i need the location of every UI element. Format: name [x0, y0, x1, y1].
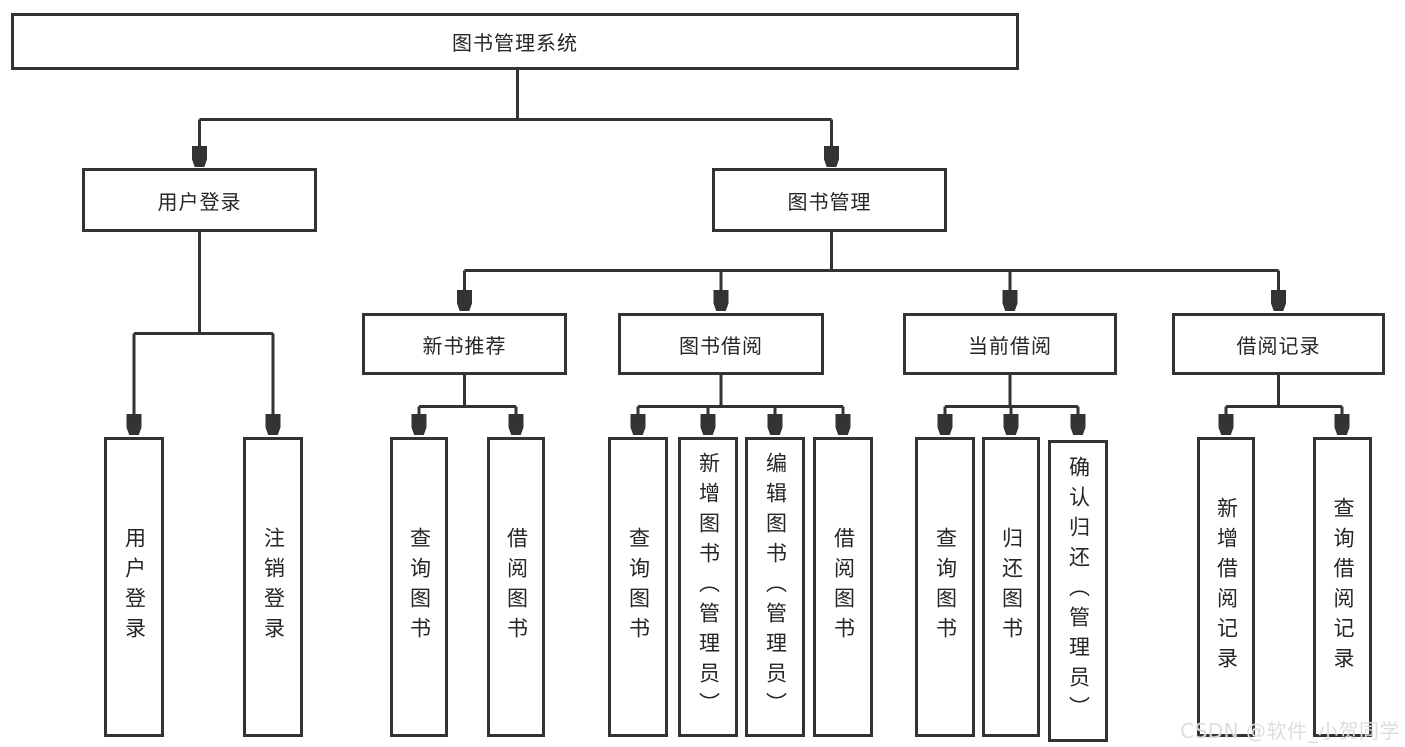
leaf-query-books-recommend: 查询图书: [390, 437, 448, 737]
rail-current-borrowing: [945, 375, 1078, 408]
leaf-add-books-admin: 新增图书（管理员）: [678, 437, 738, 737]
rail-root: [199, 70, 832, 121]
rail-book-borrowing: [638, 375, 843, 408]
leaf-add-borrow-record: 新增借阅记录: [1197, 437, 1255, 737]
leaf-borrow-books-recommend: 借阅图书: [487, 437, 545, 737]
node-borrowing-records: 借阅记录: [1172, 313, 1385, 375]
rail-user-login: [134, 232, 273, 335]
node-book-management: 图书管理: [712, 168, 947, 232]
node-user-login: 用户登录: [82, 168, 317, 232]
leaf-borrow-books: 借阅图书: [813, 437, 873, 737]
leaf-logout: 注销登录: [243, 437, 303, 737]
rail-borrowing-records: [1226, 375, 1342, 408]
node-current-borrowing: 当前借阅: [903, 313, 1117, 375]
leaf-confirm-return-admin: 确认归还（管理员）: [1048, 440, 1108, 742]
leaf-return-books: 归还图书: [982, 437, 1040, 737]
leaf-query-books-current: 查询图书: [915, 437, 975, 737]
node-root: 图书管理系统: [11, 13, 1019, 70]
node-book-borrowing: 图书借阅: [618, 313, 824, 375]
node-new-book-recommend: 新书推荐: [362, 313, 567, 375]
csdn-watermark: CSDN @软件_小贺同学: [1180, 719, 1400, 743]
rail-new-book-recommend: [419, 375, 516, 408]
leaf-query-books-borrowing: 查询图书: [608, 437, 668, 737]
leaf-query-borrow-record: 查询借阅记录: [1313, 437, 1372, 737]
rail-book-management: [464, 232, 1279, 272]
leaf-user-login: 用户登录: [104, 437, 164, 737]
leaf-edit-books-admin: 编辑图书（管理员）: [745, 437, 805, 737]
